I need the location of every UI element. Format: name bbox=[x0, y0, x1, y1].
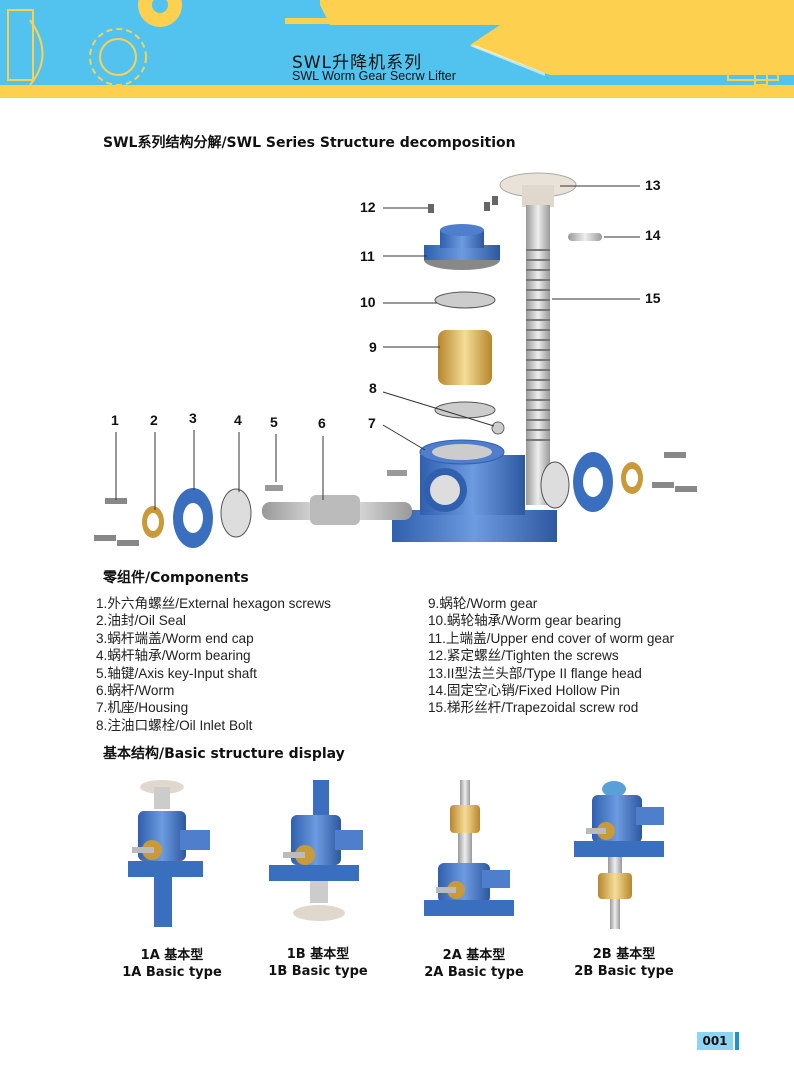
hex-screws bbox=[94, 452, 697, 546]
header-subtitle: SWL Worm Gear Secrw Lifter bbox=[292, 69, 456, 83]
component-item: 4.蜗杆轴承/Worm bearing bbox=[96, 648, 251, 664]
type-cn: 2A 基本型 bbox=[442, 948, 506, 963]
worm-gear bbox=[438, 330, 492, 385]
component-item: 13.II型法兰头部/Type II flange head bbox=[428, 665, 642, 681]
component-item: 15.梯形丝杆/Trapezoidal screw rod bbox=[428, 700, 639, 716]
component-item: 5.轴键/Axis key-Input shaft bbox=[96, 665, 257, 681]
product-type-1a: 1A 基本型 1A Basic type bbox=[107, 947, 237, 981]
type-en: 2B Basic type bbox=[574, 964, 674, 979]
product-type-1b: 1B 基本型 1B Basic type bbox=[253, 946, 383, 980]
components-title: 零组件/Components bbox=[103, 570, 249, 586]
leader-lines bbox=[115, 185, 640, 510]
component-item: 2.油封/Oil Seal bbox=[96, 613, 186, 629]
label-5: 5 bbox=[270, 414, 278, 430]
label-9: 9 bbox=[369, 339, 377, 355]
product-image-1b bbox=[269, 780, 363, 921]
component-item: 9.蜗轮/Worm gear bbox=[428, 596, 538, 611]
product-image-2a bbox=[424, 780, 514, 916]
label-11: 11 bbox=[360, 248, 375, 264]
header-gear-graphic bbox=[0, 0, 794, 98]
axis-key bbox=[387, 470, 407, 476]
oil-seal bbox=[142, 462, 643, 538]
type-cn: 1B 基本型 bbox=[286, 947, 350, 962]
label-14: 14 bbox=[645, 227, 661, 243]
label-4: 4 bbox=[234, 412, 242, 428]
header-title: SWL升降机系列 bbox=[292, 53, 423, 73]
oil-inlet-bolt bbox=[491, 421, 505, 435]
component-item: 3.蜗杆端盖/Worm end cap bbox=[96, 630, 254, 646]
hollow-pin bbox=[568, 233, 602, 241]
component-item: 12.紧定螺丝/Tighten the screws bbox=[428, 648, 619, 664]
page-number-accent bbox=[735, 1032, 739, 1050]
product-type-2b: 2B 基本型 2B Basic type bbox=[559, 946, 689, 980]
label-8: 8 bbox=[369, 380, 377, 396]
component-item: 10.蜗轮轴承/Worm gear bearing bbox=[428, 613, 622, 629]
type-en: 1A Basic type bbox=[122, 965, 222, 980]
product-type-2a: 2A 基本型 2A Basic type bbox=[409, 947, 539, 981]
product-image-2b bbox=[574, 781, 664, 929]
label-2: 2 bbox=[150, 412, 158, 428]
set-screws bbox=[428, 196, 498, 213]
diagram-labels: 1 2 3 4 5 6 7 8 9 10 11 12 13 14 15 bbox=[111, 177, 661, 431]
component-item: 7.机座/Housing bbox=[96, 700, 189, 716]
type-en: 2A Basic type bbox=[424, 965, 524, 980]
housing bbox=[392, 439, 557, 542]
axis-key-2 bbox=[265, 485, 283, 491]
structure-title: SWL系列结构分解/SWL Series Structure decomposi… bbox=[103, 135, 516, 151]
exploded-diagram: 1 2 3 4 5 6 7 8 9 10 11 12 13 14 15 bbox=[94, 172, 697, 548]
product-image-1a bbox=[128, 780, 210, 927]
components-list-left: 1.外六角螺丝/External hexagon screws 2.油封/Oil… bbox=[96, 595, 331, 734]
component-item: 8.注油口螺栓/Oil Inlet Bolt bbox=[96, 717, 253, 733]
label-15: 15 bbox=[645, 290, 661, 306]
worm bbox=[262, 495, 412, 525]
upper-end-cover bbox=[424, 224, 500, 270]
worm-gear-bearing bbox=[434, 291, 496, 419]
label-6: 6 bbox=[318, 415, 326, 431]
worm-bearing bbox=[220, 461, 570, 538]
component-item: 11.上端盖/Upper end cover of worm gear bbox=[428, 630, 675, 646]
basic-structure-title: 基本结构/Basic structure display bbox=[103, 746, 345, 762]
page-number: 001 bbox=[697, 1032, 733, 1050]
type-en: 1B Basic type bbox=[268, 964, 368, 979]
flange-head bbox=[499, 172, 577, 207]
header-banner: SWL升降机系列 SWL Worm Gear Secrw Lifter bbox=[0, 0, 794, 98]
components-list-right: 9.蜗轮/Worm gear 10.蜗轮轴承/Worm gear bearing… bbox=[428, 595, 674, 717]
label-1: 1 bbox=[111, 412, 119, 428]
screw-rod bbox=[526, 205, 550, 505]
label-10: 10 bbox=[360, 294, 376, 310]
label-7: 7 bbox=[368, 415, 376, 431]
type-cn: 2B 基本型 bbox=[592, 947, 656, 962]
label-13: 13 bbox=[645, 177, 661, 193]
component-item: 1.外六角螺丝/External hexagon screws bbox=[96, 596, 331, 611]
label-3: 3 bbox=[189, 410, 197, 426]
component-item: 6.蜗杆/Worm bbox=[96, 683, 175, 699]
worm-end-cap bbox=[173, 452, 613, 548]
type-cn: 1A 基本型 bbox=[140, 948, 204, 963]
label-12: 12 bbox=[360, 199, 376, 215]
component-item: 14.固定空心销/Fixed Hollow Pin bbox=[428, 683, 620, 699]
